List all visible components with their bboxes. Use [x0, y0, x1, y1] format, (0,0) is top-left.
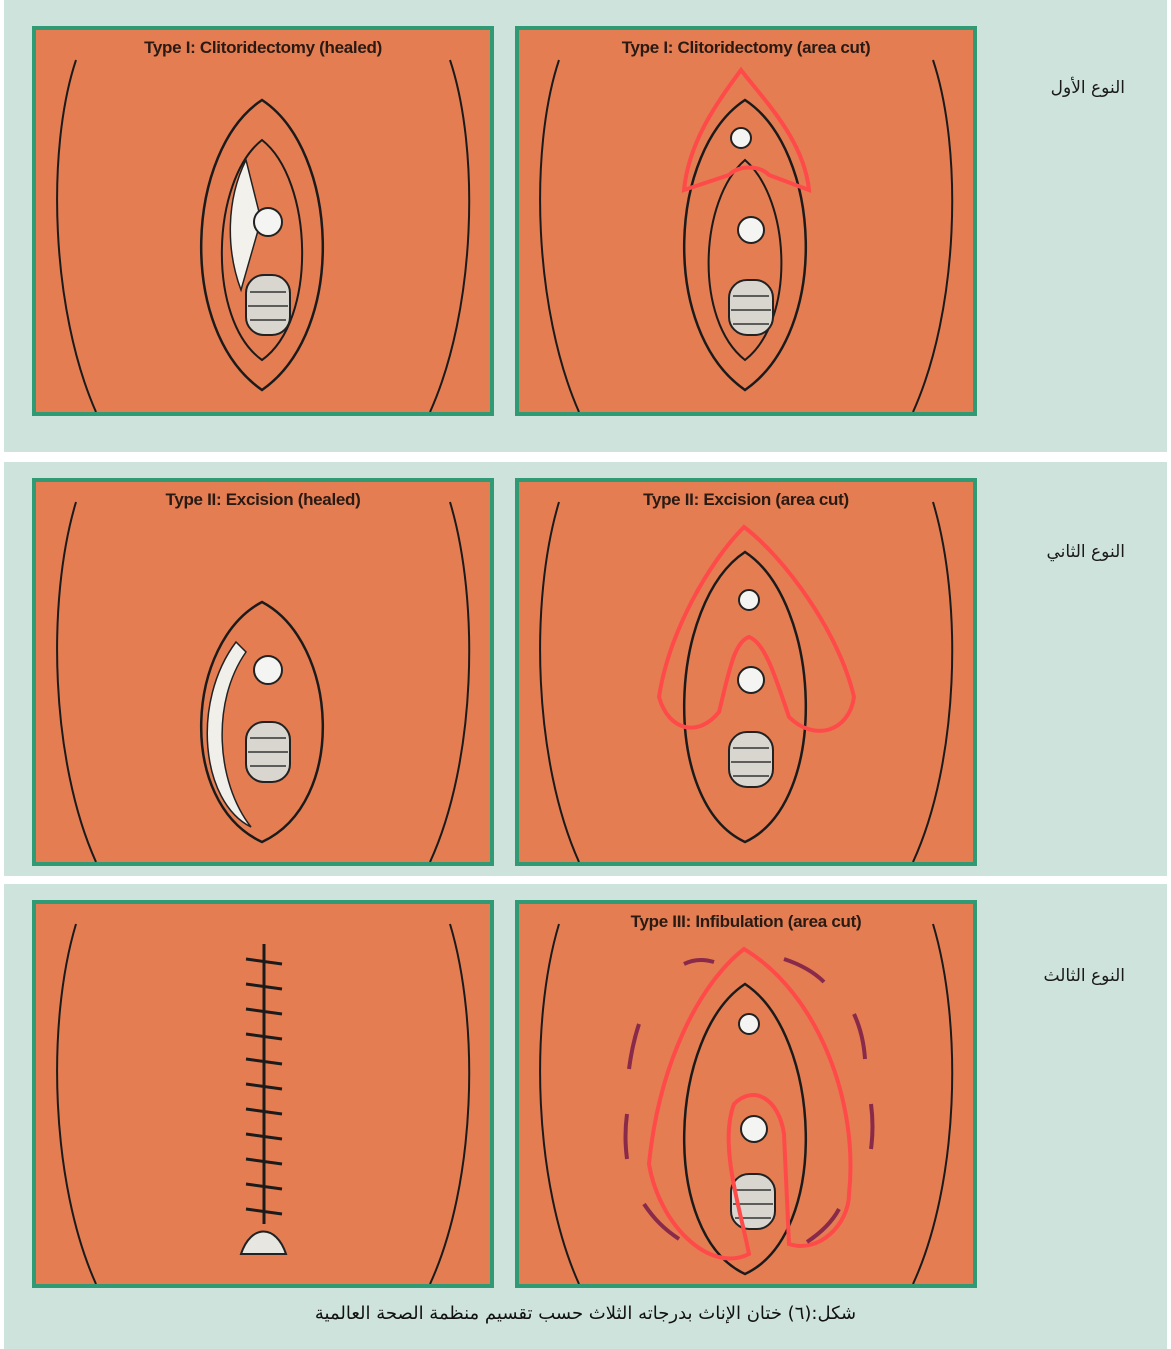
- figure-caption: شكل:(٦) ختان الإناث بدرجاته الثلاث حسب ت…: [0, 1303, 1171, 1324]
- row-label-type2: النوع الثاني: [1047, 542, 1125, 562]
- illustration-type3-healed: [36, 904, 490, 1284]
- cut-outline: [659, 527, 854, 731]
- panel-type2-healed: Type II: Excision (healed): [32, 478, 494, 866]
- row-label-type1: النوع الأول: [1051, 78, 1125, 98]
- panel-type3-cut: Type III: Infibulation (area cut): [515, 900, 977, 1288]
- illustration-type1-cut: [519, 30, 973, 412]
- illustration-type2-cut: [519, 482, 973, 862]
- illustration-type3-cut: [519, 904, 973, 1284]
- panel-title: Type II: Excision (area cut): [519, 490, 973, 510]
- illustration-type2-healed: [36, 482, 490, 862]
- panel-type2-cut: Type II: Excision (area cut): [515, 478, 977, 866]
- panel-type1-healed: Type I: Clitoridectomy (healed): [32, 26, 494, 416]
- illustration-type1-healed: [36, 30, 490, 412]
- row-label-type3: النوع الثالث: [1044, 966, 1125, 986]
- panel-type1-cut: Type I: Clitoridectomy (area cut): [515, 26, 977, 416]
- panel-title: Type II: Excision (healed): [36, 490, 490, 510]
- panel-type3-healed: [32, 900, 494, 1288]
- panel-title: Type I: Clitoridectomy (area cut): [519, 38, 973, 58]
- panel-title: Type III: Infibulation (area cut): [519, 912, 973, 932]
- panel-title: Type I: Clitoridectomy (healed): [36, 38, 490, 58]
